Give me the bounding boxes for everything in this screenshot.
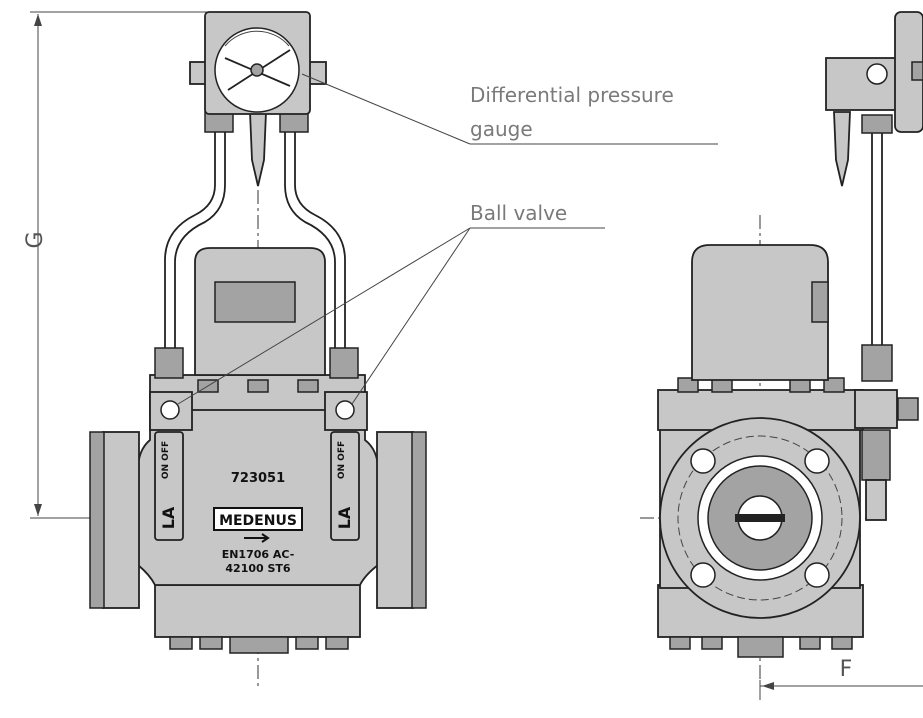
upper-plate-bolt-3 [297, 379, 319, 393]
side-lower-pipe [865, 479, 887, 521]
bottom-bolt-2 [199, 636, 223, 650]
side-gauge-knob [911, 61, 923, 81]
side-tube-top-fitting [861, 114, 893, 134]
left-impulse-tube-inner [174, 120, 226, 350]
side-plate-bolt-4 [823, 377, 845, 393]
dimension-f-label: F [840, 657, 853, 682]
gauge-leader-line [301, 73, 471, 145]
side-bottom-plug [737, 636, 784, 658]
side-bottom-bolt-4 [831, 636, 853, 650]
right-flange [376, 431, 414, 609]
side-plate-bolt-1 [677, 377, 699, 393]
side-bottom-bolt-2 [701, 636, 723, 650]
side-actuator-tab [811, 281, 829, 323]
side-view: F [640, 11, 923, 700]
bottom-cover [154, 584, 361, 638]
left-handle-onoff: ON OFF [161, 441, 171, 479]
left-impulse-tube [164, 120, 216, 350]
gauge-hub [250, 63, 264, 77]
right-impulse-tube [294, 120, 346, 350]
dimension-g: G [23, 11, 215, 519]
side-disc-slot [735, 514, 785, 522]
side-bolt-hole-4 [804, 562, 830, 588]
left-ball-valve-nut [154, 347, 184, 379]
standard-stamp-line1: EN1706 AC- [222, 548, 295, 561]
left-flange-face [89, 431, 105, 609]
ball-valve-leader-right [351, 227, 471, 405]
actuator-window [214, 281, 296, 323]
side-lower-fitting [861, 429, 891, 481]
brand-stamp: MEDENUS [219, 513, 297, 529]
side-tube-bottom-fitting [861, 344, 893, 382]
right-ball-valve-nut [329, 347, 359, 379]
side-bottom-bolt-1 [669, 636, 691, 650]
gauge-label-line2: gauge [470, 117, 533, 141]
right-flange-face [411, 431, 427, 609]
left-ball-valve-stem [160, 400, 180, 420]
dimension-g-label: G [23, 231, 48, 248]
bottom-bolt-4 [325, 636, 349, 650]
flow-arrow-icon [244, 533, 270, 543]
brand-plate [213, 507, 303, 531]
bottom-bolt-1 [169, 636, 193, 650]
model-stamp: 723051 [231, 471, 285, 486]
right-ball-valve-handle[interactable] [330, 431, 360, 541]
center-probe [249, 111, 267, 187]
left-tube-fitting [204, 111, 234, 133]
ball-valve-leader-left [177, 227, 471, 405]
gauge-scale-arc [224, 30, 290, 47]
side-bottom-bolt-3 [799, 636, 821, 650]
standard-stamp-line2: 42100 ST6 [225, 562, 291, 575]
side-ball-valve-handle[interactable] [897, 397, 919, 421]
side-gauge-screw [866, 63, 888, 85]
right-tube-fitting [279, 111, 309, 133]
left-flange [102, 431, 140, 609]
dimension-f-arrow [762, 682, 774, 690]
callout-gauge: Differential pressure gauge [301, 73, 718, 145]
side-bolt-hole-1 [690, 448, 716, 474]
right-handle-onoff: ON OFF [337, 441, 347, 479]
ball-valve-label: Ball valve [470, 201, 567, 225]
bottom-plug [229, 636, 289, 654]
upper-plate-bolt-2 [247, 379, 269, 393]
callout-ball-valve: Ball valve [177, 201, 605, 405]
side-bolt-hole-2 [804, 448, 830, 474]
side-ball-valve-body [854, 389, 898, 429]
side-actuator-housing [691, 244, 829, 381]
right-handle-letters: LA [335, 506, 354, 529]
right-impulse-tube-inner [284, 120, 336, 350]
gauge-label-line1: Differential pressure [470, 83, 674, 107]
left-ball-valve-handle[interactable] [154, 431, 184, 541]
right-ball-valve-stem [335, 400, 355, 420]
side-gauge-housing [825, 57, 899, 111]
front-view: ON OFF LA ON OFF LA 723051 MEDENUS EN170… [89, 11, 427, 690]
side-bolt-hole-3 [690, 562, 716, 588]
left-handle-letters: LA [159, 506, 178, 529]
side-gauge-dial [894, 11, 923, 133]
side-bolt-circle [677, 435, 843, 601]
side-center-probe [833, 111, 851, 187]
bottom-bolt-3 [295, 636, 319, 650]
